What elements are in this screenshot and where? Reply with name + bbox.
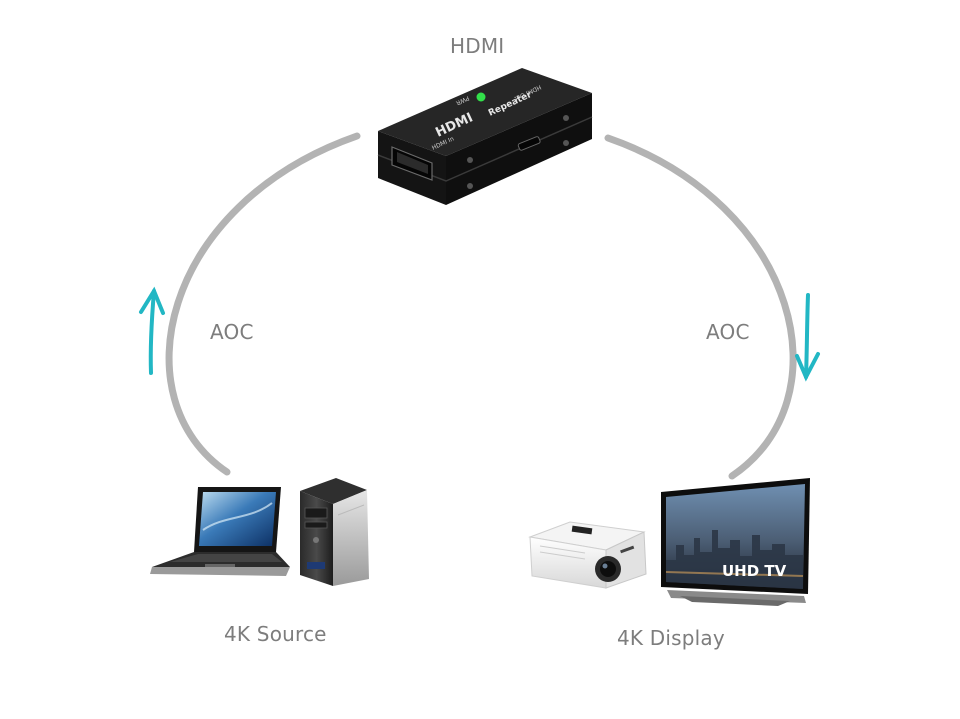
display-label: 4K Display xyxy=(617,626,725,650)
projector-icon xyxy=(528,521,647,589)
power-led xyxy=(476,92,486,102)
desktop-tower-icon xyxy=(300,478,369,586)
repeater-label: HDMI xyxy=(450,34,505,58)
left-cable-label: AOC xyxy=(210,320,254,344)
right-cable-label: AOC xyxy=(706,320,750,344)
ring-arc-left xyxy=(165,132,361,476)
ring-arc-right xyxy=(604,134,797,480)
tv-badge-text: UHD TV xyxy=(722,562,787,580)
tv-icon: UHD TV xyxy=(661,478,810,606)
hdmi-repeater-icon: HDMI Repeater HDMI In HDMI Out PWR xyxy=(377,68,593,205)
laptop-icon xyxy=(150,487,290,576)
arrow-down-icon xyxy=(795,293,820,382)
source-label: 4K Source xyxy=(224,622,327,646)
arrow-up-icon xyxy=(139,286,165,375)
